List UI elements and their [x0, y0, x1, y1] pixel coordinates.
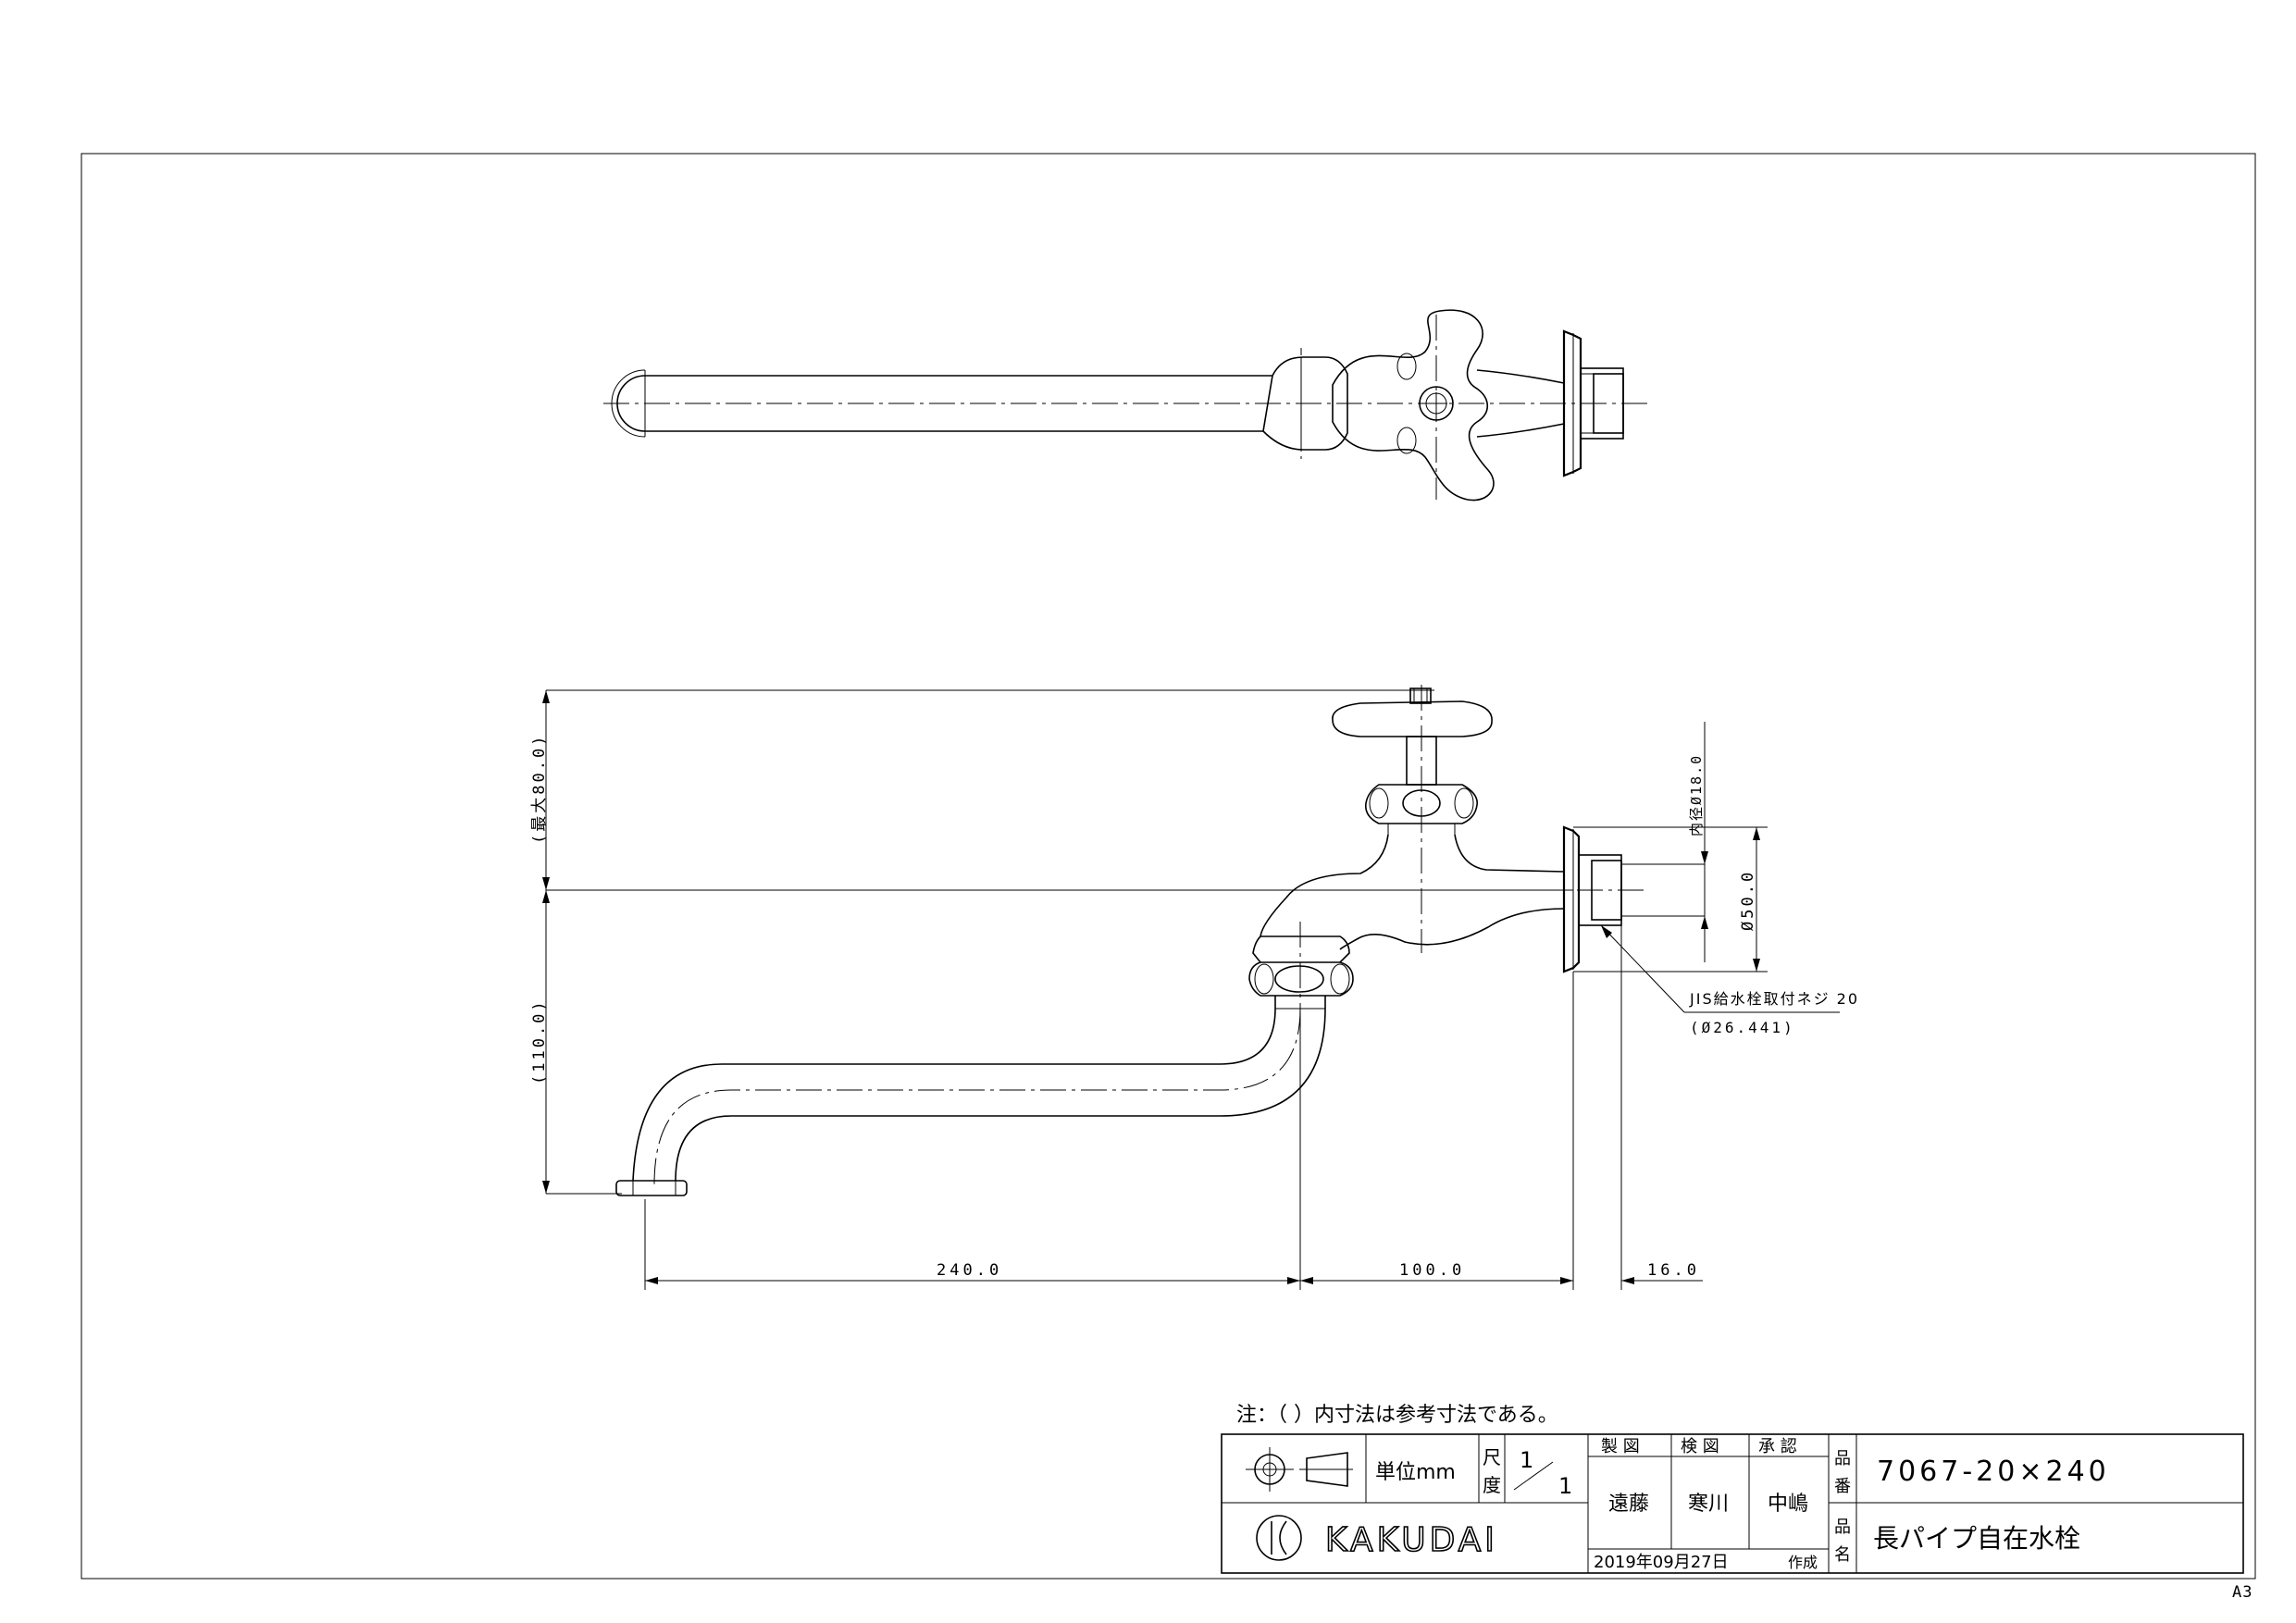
svg-text:KAKUDAI: KAKUDAI [1325, 1521, 1498, 1559]
dim-thread-label: JIS給水栓取付ネジ 20 [1689, 990, 1859, 1008]
sheet-border [81, 153, 2256, 1580]
part-no-label-2: 番 [1834, 1477, 1851, 1496]
dim-thread-dia: (Ø26.441) [1690, 1019, 1795, 1036]
dim-body-length: 100.0 [1399, 1261, 1465, 1280]
top-view [603, 309, 1647, 502]
part-name: 長パイプ自在水栓 [1873, 1523, 2080, 1554]
part-name-label-1: 品 [1834, 1518, 1851, 1537]
made-by-name: 遠藤 [1608, 1493, 1649, 1516]
unit-label: 単位mm [1375, 1461, 1456, 1484]
sheet-size-label: A3 [2232, 1583, 2253, 1602]
dim-height-lower: (110.0) [530, 998, 549, 1084]
drawing-date: 2019年09月27日 [1594, 1553, 1729, 1572]
approved-label: 承 認 [1758, 1437, 1797, 1456]
dim-thread-length: 16.0 [1647, 1261, 1700, 1280]
third-angle-projection-icon [1246, 1447, 1353, 1492]
kakudai-logo: KAKUDAI [1256, 1515, 1498, 1561]
checked-label: 検 図 [1681, 1437, 1719, 1456]
scale-numerator: 1 [1520, 1447, 1533, 1473]
dim-spout-length: 240.0 [937, 1261, 1002, 1280]
dim-inner-dia: 内径Ø18.0 [1688, 754, 1705, 836]
scale-label-1: 尺 [1483, 1446, 1501, 1468]
part-no-label-1: 品 [1834, 1449, 1851, 1468]
dimensions: (最大80.0) (110.0) Ø50.0 内径Ø18.0 JIS給水栓取付ネ… [530, 690, 1859, 1290]
created-label: 作成 [1788, 1554, 1818, 1571]
made-by-label: 製 図 [1601, 1437, 1640, 1456]
part-name-label-2: 名 [1834, 1545, 1851, 1565]
scale-denominator: 1 [1558, 1473, 1572, 1499]
drawing-note: 注：（ ）内寸法は参考寸法である。 [1236, 1404, 1558, 1427]
front-view [546, 685, 1705, 1196]
approved-by-name: 中嶋 [1768, 1493, 1808, 1516]
part-number: 7067-20×240 [1877, 1456, 2110, 1488]
dim-flange-dia: Ø50.0 [1739, 870, 1757, 931]
scale-label-2: 度 [1483, 1474, 1501, 1496]
title-block: 単位mm 尺 度 1 1 製 図 検 図 承 認 遠藤 寒川 中嶋 2019年0… [1221, 1433, 2244, 1574]
checked-by-name: 寒川 [1688, 1493, 1729, 1516]
dim-max-height: (最大80.0) [530, 734, 549, 844]
